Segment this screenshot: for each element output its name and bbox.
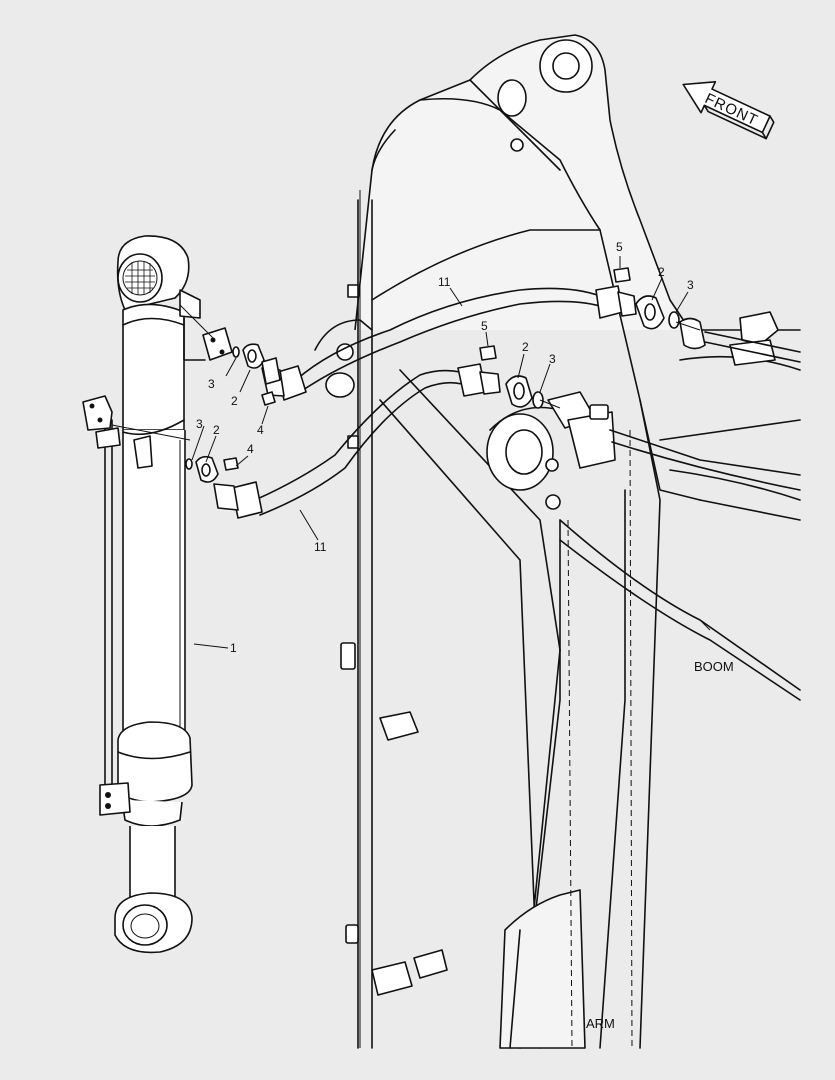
callout-3-cyl-upper: 3 [208,377,215,391]
callout-4-upper: 4 [257,423,264,437]
front-direction-arrow: FRONT [682,81,775,140]
boom-cylinder [82,235,206,954]
callout-2-boom-upper: 2 [658,265,665,279]
callout-11-lower: 11 [314,540,327,554]
callout-2-cyl-upper: 2 [231,394,238,408]
callout-3-boom-lower: 3 [549,352,556,366]
callout-2-cyl-lower: 2 [213,423,220,437]
front-arrow-label: FRONT [702,90,761,129]
callout-numbers: 1 11 11 2 2 2 2 3 3 3 3 4 4 5 5 [196,240,694,655]
callout-5-upper: 5 [616,240,623,254]
fittings [111,267,701,483]
arm-label: ARM [586,1016,615,1031]
boom-structure [314,34,801,1049]
callout-4-lower: 4 [247,442,254,456]
callout-3-boom-upper: 3 [687,278,694,292]
callout-2-boom-lower: 2 [522,340,529,354]
hose-lower [213,363,501,519]
hose-upper [261,285,637,401]
boom-label: BOOM [694,659,734,674]
callout-1: 1 [230,641,237,655]
callout-5-lower: 5 [481,319,488,333]
leader-lines [191,256,689,649]
callout-11-upper: 11 [438,275,451,289]
callout-3-cyl-lower: 3 [196,417,203,431]
